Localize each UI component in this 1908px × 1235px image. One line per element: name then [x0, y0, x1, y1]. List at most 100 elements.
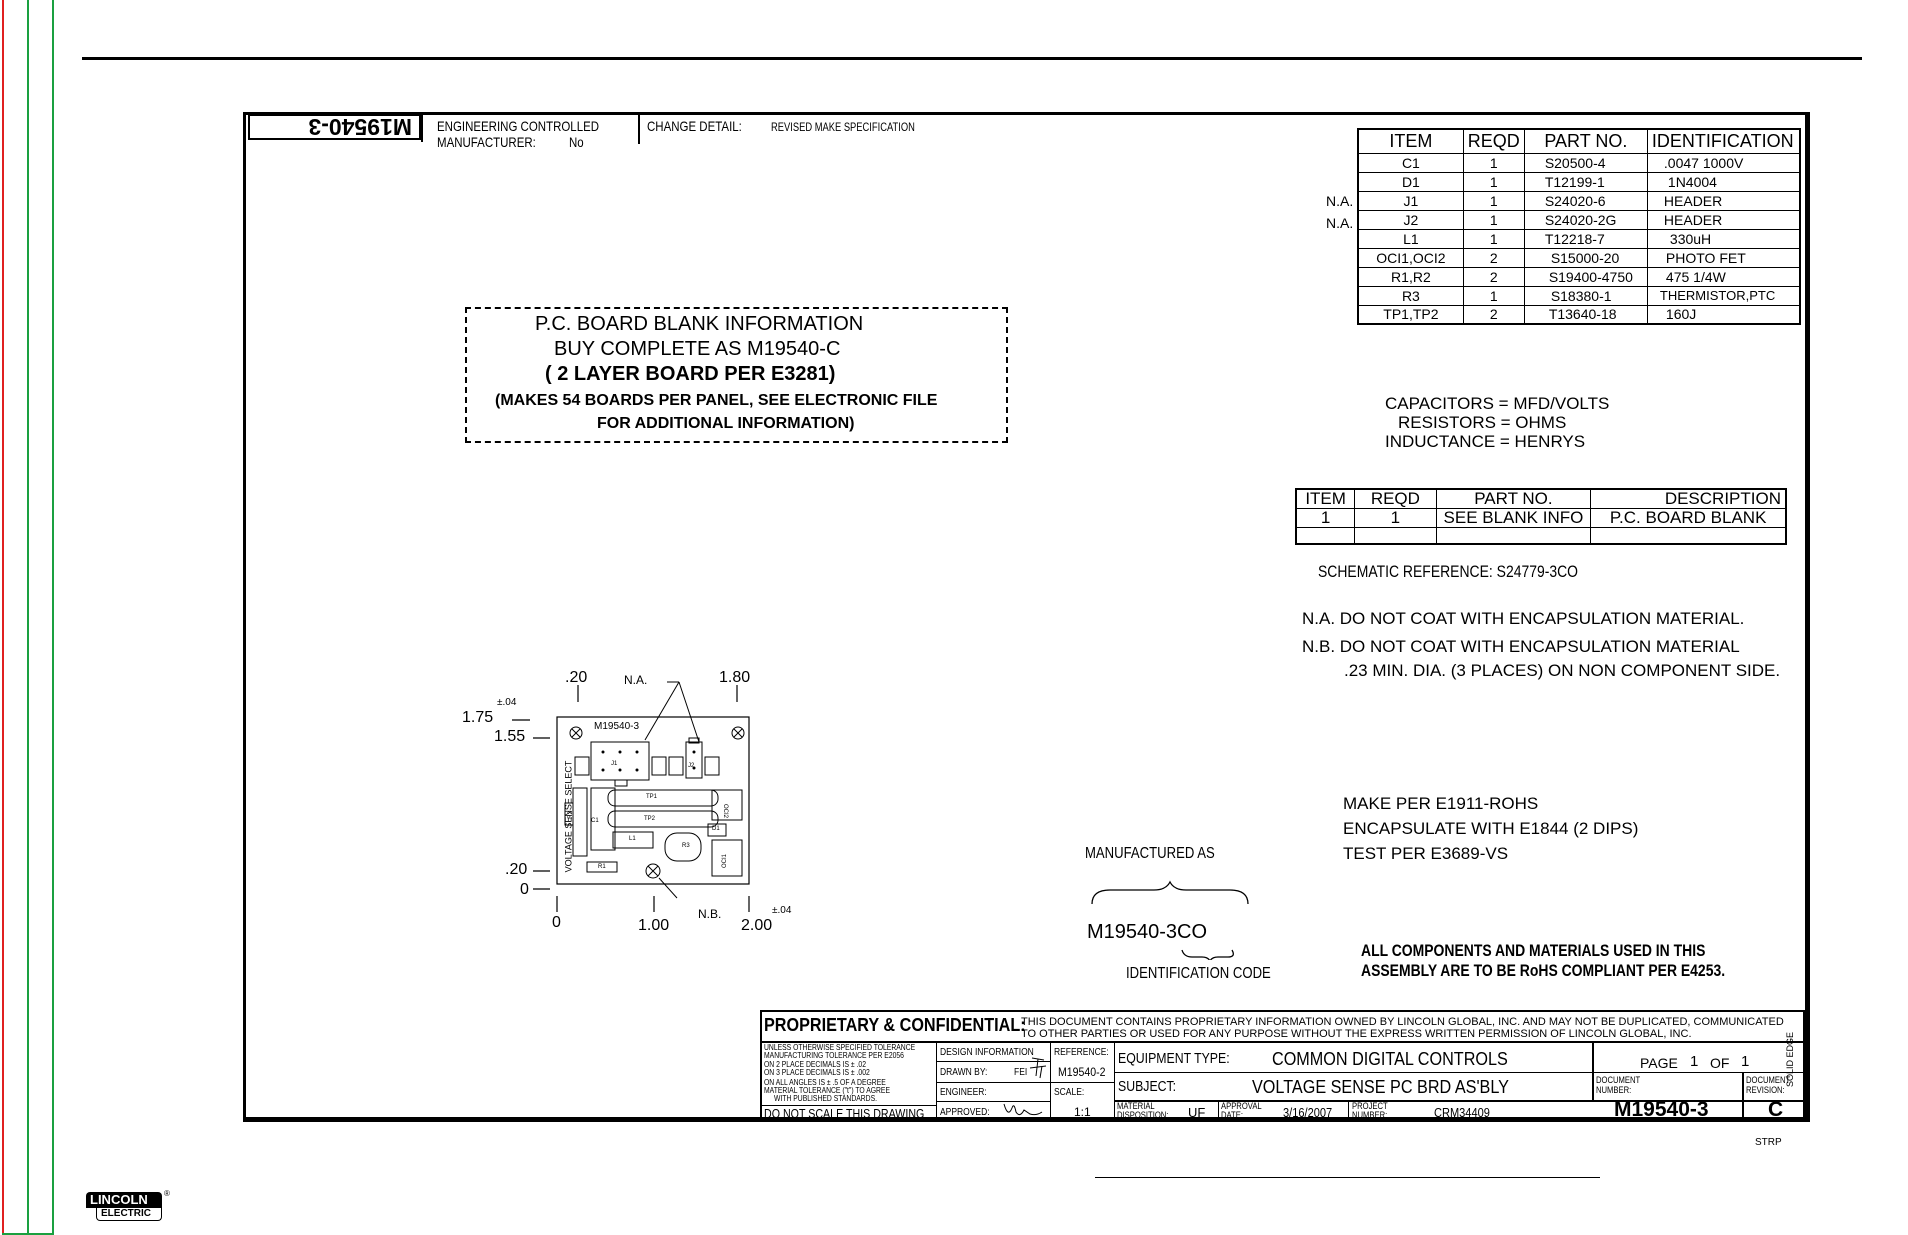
schematic-reference: SCHEMATIC REFERENCE: S24779-3CO: [1318, 562, 1579, 581]
cell-item: D1: [1357, 171, 1464, 192]
disposition-value: UF: [1188, 1105, 1206, 1120]
pcb-board-drawing: [512, 681, 750, 912]
make-line1: MAKE PER E1911-ROHS: [1343, 794, 1539, 813]
tolerance-line-3: ON 2 PLACE DECIMALS IS ± .02: [764, 1060, 866, 1069]
equipment-type-value: COMMON DIGITAL CONTROLS: [1272, 1049, 1508, 1069]
tolerance-line-4: ON 3 PLACE DECIMALS IS ± .002: [764, 1068, 870, 1077]
title-block-vline-rev: [1742, 1073, 1744, 1120]
mirrored-number-box: [248, 114, 421, 140]
manufacturer-label: MANUFACTURER:: [437, 134, 536, 150]
units-capacitors: CAPACITORS = MFD/VOLTS: [1385, 394, 1610, 413]
board-r1-label: R1: [598, 864, 606, 870]
pcb-blank-line1: P.C. BOARD BLANK INFORMATION: [535, 313, 864, 335]
proprietary-text-1: THIS DOCUMENT CONTAINS PROPRIETARY INFOR…: [1021, 1016, 1784, 1028]
title-block-vline-tol: [936, 1042, 937, 1120]
cell-reqd: 1: [1462, 152, 1525, 173]
approval-label: APPROVAL: [1221, 1101, 1262, 1111]
cell-item: TP1,TP2: [1357, 304, 1464, 325]
logo-top-bar: [86, 1192, 162, 1208]
cell-reqd: 1: [1462, 228, 1525, 249]
drawn-by-label: DRAWN BY:: [940, 1067, 988, 1078]
margin-line-green-2: [52, 0, 54, 1235]
rohs-line1: ALL COMPONENTS AND MATERIALS USED IN THI…: [1361, 941, 1706, 960]
tolerance-line-6: MATERIAL TOLERANCE ("t") TO AGREE: [764, 1086, 890, 1095]
approved-signature: [1003, 1103, 1043, 1116]
title-block-vline-ref: [1114, 1042, 1115, 1120]
subject-label: SUBJECT:: [1118, 1078, 1177, 1095]
document-number-label-1: DOCUMENT: [1596, 1075, 1641, 1085]
drawn-by-initials: [1029, 1057, 1047, 1079]
units-resistors: RESISTORS = OHMS: [1398, 413, 1567, 432]
cell-part: S15000-20: [1523, 247, 1648, 268]
margin-line-red: [2, 0, 4, 1235]
scale-value: 1:1: [1074, 1105, 1091, 1119]
pcb-blank-line2: BUY COMPLETE AS M19540-C: [554, 338, 841, 360]
dim-020-left: .20: [505, 861, 528, 878]
dim-175: 1.75: [462, 709, 494, 726]
document-number-label-2: NUMBER:: [1596, 1085, 1632, 1095]
cell-part: T13640-18: [1523, 304, 1648, 325]
dim-0-left: 0: [520, 881, 529, 898]
cell-part: T12218-7: [1523, 228, 1648, 249]
cell-item: OCI1,OCI2: [1357, 247, 1464, 268]
tolerance-line-1: UNLESS OTHERWISE SPECIFIED TOLERANCE: [764, 1043, 916, 1052]
bottom-separator-line: [1095, 1177, 1600, 1178]
manufactured-as-brackets: [1091, 880, 1249, 960]
title-block: [760, 1010, 1805, 1120]
cell-identification: HEADER: [1646, 209, 1801, 230]
title-block-rule-1: [760, 1041, 1805, 1043]
board-oci1-label: OCI1: [722, 853, 729, 869]
date-value: 3/16/2007: [1283, 1105, 1333, 1120]
title-block-rule-design-2: [936, 1082, 1050, 1083]
logo-reg: ®: [164, 1189, 170, 1198]
parts-header-reqd: REQD: [1462, 128, 1525, 154]
blank-header-reqd: REQD: [1354, 488, 1437, 509]
solid-edge-label: SOLID EDGE: [1785, 1031, 1795, 1087]
blank-header-item: ITEM: [1295, 488, 1356, 509]
pcb-blank-line3: ( 2 LAYER BOARD PER E3281): [545, 363, 836, 385]
blank-header-description: DESCRIPTION: [1590, 488, 1787, 509]
board-d1-label: D1: [712, 826, 720, 832]
dim-nb-label: N.B.: [698, 907, 722, 921]
disposition-label: DISPOSITION:: [1117, 1110, 1169, 1120]
drawn-by-value: FEI: [1014, 1067, 1028, 1078]
manufactured-as-label: MANUFACTURED AS: [1085, 845, 1215, 862]
table-row: 1 1 SEE BLANK INFO P.C. BOARD BLANK: [1295, 507, 1787, 528]
title-block-vline-approval: [1348, 1101, 1349, 1120]
parts-header-item: ITEM: [1357, 128, 1464, 154]
blank-list-table: ITEM REQD PART NO. DESCRIPTION 1 1 SEE B…: [1295, 488, 1787, 545]
cell-part: S24020-2G: [1523, 209, 1648, 230]
manufactured-as-code: M19540-3CO: [1087, 921, 1208, 943]
parts-list-table: ITEM REQD PART NO. IDENTIFICATION C1 1 S…: [1357, 128, 1801, 325]
table-row: C1 1 S20500-4 .0047 1000V: [1357, 152, 1801, 173]
cell-identification: 330uH: [1646, 228, 1801, 249]
project-number-label: NUMBER:: [1352, 1110, 1388, 1120]
cell-item: R1,R2: [1357, 266, 1464, 287]
cell-identification: 1N4004: [1646, 171, 1801, 192]
table-row: J1 1 S24020-6 HEADER: [1357, 190, 1801, 211]
lincoln-electric-logo: LINCOLN ® ELECTRIC: [86, 1189, 170, 1222]
cell-item: R3: [1357, 285, 1464, 306]
pcb-blank-box: [465, 307, 1008, 443]
proprietary-text-2: TO OTHER PARTIES OR USED FOR ANY PURPOSE…: [1021, 1028, 1692, 1040]
strp-label: STRP: [1755, 1137, 1782, 1148]
cell-reqd: 2: [1462, 266, 1525, 287]
pcb-blank-line4: (MAKES 54 BOARDS PER PANEL, SEE ELECTRON…: [495, 392, 938, 409]
title-block-rule-dns: [760, 1105, 936, 1106]
page-value: 1: [1690, 1053, 1699, 1070]
title-block-rule-page: [1593, 1072, 1805, 1073]
dim-tol-top: ±.04: [497, 697, 517, 708]
table-row: R3 1 S18380-1 THERMISTOR,PTC: [1357, 285, 1801, 306]
change-detail-value: REVISED MAKE SPECIFICATION: [771, 120, 915, 134]
cell-reqd: 1: [1462, 285, 1525, 306]
proprietary-label: PROPRIETARY & CONFIDENTIAL:: [764, 1015, 1026, 1035]
dim-180: 1.80: [719, 669, 751, 686]
board-tp1-label: TP1: [646, 794, 658, 800]
dim-tol-bottom: ±.04: [772, 905, 792, 916]
table-row: OCI1,OCI2 2 S15000-20 PHOTO FET: [1357, 247, 1801, 268]
manufacturer-value: No: [569, 134, 584, 150]
cell-part: S20500-4: [1523, 152, 1648, 173]
cell-reqd: 1: [1354, 507, 1437, 528]
dim-100: 1.00: [638, 917, 670, 934]
row-note-j1: N.A.: [1326, 193, 1354, 209]
